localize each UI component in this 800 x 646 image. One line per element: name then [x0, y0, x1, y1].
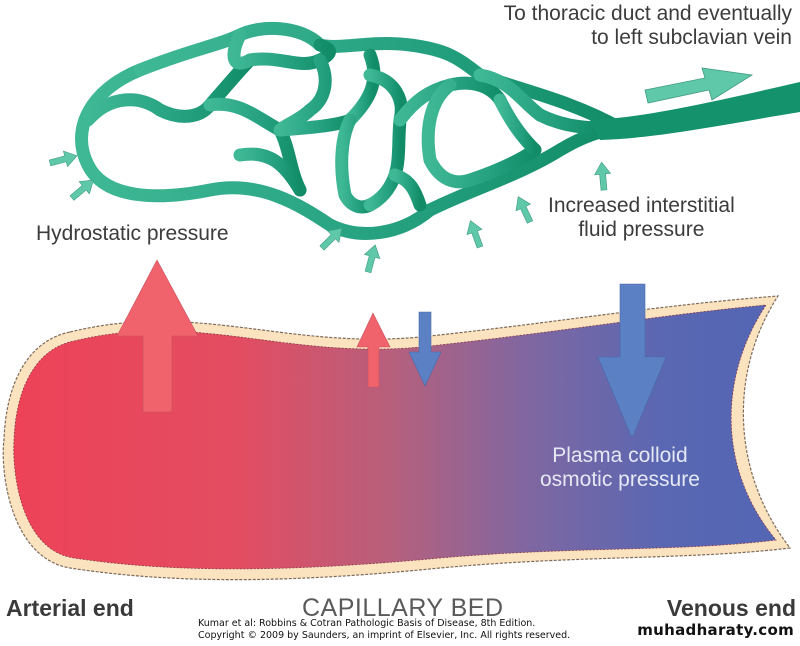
- hydrostatic-arrow-mid: [356, 312, 391, 388]
- lymphatic-network: [75, 21, 627, 240]
- capillary-vessel: [2, 295, 792, 581]
- lymphatic-vessel: [75, 63, 627, 240]
- capillary-bed-label: CAPILLARY BED: [302, 594, 504, 622]
- lymphatic-vessel: [388, 168, 427, 212]
- watermark: muhadharaty.com: [637, 621, 794, 639]
- interstitial-pressure-label: Increased interstitial fluid pressure: [548, 194, 735, 241]
- inflow-arrow: [466, 220, 484, 249]
- lymphatic-vessel: [81, 53, 257, 127]
- oncotic-arrow-venous: [597, 283, 667, 439]
- lymphatic-vessel: [421, 78, 542, 189]
- source-credit: Kumar et al: Robbins & Cotran Pathologic…: [198, 618, 570, 643]
- interstitial-line2: fluid pressure: [578, 217, 705, 241]
- lymphatic-vessel: [493, 93, 542, 157]
- hydrostatic-arrow-arterial: [116, 259, 199, 413]
- credit-line2: Copyright © 2009 by Saunders, an imprint…: [198, 630, 571, 642]
- venous-end-label: Venous end: [666, 595, 796, 621]
- inflow-arrow: [363, 244, 381, 274]
- lymph-destination-line2: to left subclavian vein: [591, 25, 792, 49]
- lymph-destination-label: To thoracic duct and eventually to left …: [504, 2, 792, 49]
- lymphatic-vessel: [473, 68, 607, 135]
- inflow-arrow: [69, 179, 94, 201]
- plasma-oncotic-pressure-label: Plasma colloid osmotic pressure: [540, 444, 700, 491]
- lymphatic-vessel: [273, 53, 357, 137]
- oncotic-arrow-mid: [408, 311, 442, 387]
- lymphatic-vessel: [343, 48, 381, 127]
- plasma-line1: Plasma colloid: [552, 444, 688, 467]
- arterial-end-label: Arterial end: [6, 595, 134, 621]
- interstitial-line1: Increased interstitial: [548, 194, 735, 217]
- lymphatic-vessel: [227, 28, 336, 70]
- lymphatic-vessel: [363, 68, 408, 212]
- inflow-arrow: [48, 150, 78, 168]
- inflow-arrow: [319, 227, 343, 251]
- lymphatic-vessel: [335, 113, 377, 214]
- interstitial-inflow-arrows: [48, 150, 612, 274]
- inflow-arrow: [594, 161, 612, 191]
- lymph-destination-line1: To thoracic duct and eventually: [503, 2, 792, 25]
- lymphatic-vessel: [233, 147, 307, 197]
- hydrostatic-pressure-label: Hydrostatic pressure: [36, 222, 229, 245]
- lymph-outflow-arrow: [644, 67, 754, 104]
- thoracic-duct-trunk: [590, 82, 800, 140]
- inflow-arrow: [515, 196, 534, 224]
- credit-line1: Kumar et al: Robbins & Cotran Pathologic…: [198, 618, 536, 629]
- plasma-line2: osmotic pressure: [540, 467, 700, 491]
